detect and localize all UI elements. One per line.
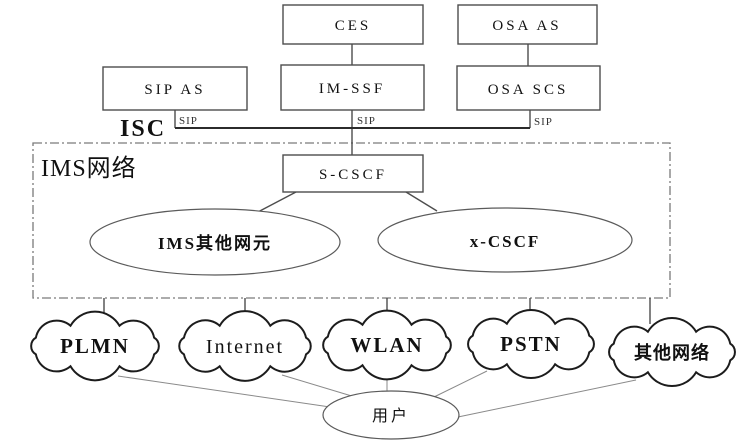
link-pstn-user <box>433 370 488 398</box>
sip-label-middle: SIP <box>357 115 376 127</box>
internet-label: Internet <box>206 336 284 358</box>
ces-label: CES <box>335 18 372 34</box>
other-network-cloud <box>608 316 736 388</box>
link-other-user <box>457 379 637 418</box>
internet-cloud <box>178 310 312 382</box>
im-ssf-label: IM-SSF <box>319 81 385 97</box>
osa-scs-label: OSA SCS <box>488 82 569 98</box>
link-scscf-imsother <box>255 191 297 214</box>
other-network-label: 其他网络 <box>634 342 710 363</box>
osa-as-box <box>457 4 598 45</box>
wlan-label: WLAN <box>350 333 423 357</box>
ims-other-elements-node <box>89 208 341 276</box>
pstn-cloud <box>467 308 595 380</box>
x-cscf-node <box>377 207 633 273</box>
wlan-cloud <box>322 309 452 381</box>
ims-network-zone-label: IMS网络 <box>41 155 137 182</box>
isc-label: ISC <box>120 116 166 142</box>
im-ssf-box <box>280 64 425 111</box>
user-label: 用户 <box>372 407 410 425</box>
link-scscf-xcscf <box>405 191 438 212</box>
sip-label-right: SIP <box>534 116 553 128</box>
s-cscf-label: S-CSCF <box>319 167 387 183</box>
link-internet-user <box>281 374 356 398</box>
s-cscf-box <box>282 154 424 193</box>
user-node <box>322 390 460 440</box>
plmn-cloud <box>30 310 160 382</box>
plmn-label: PLMN <box>60 334 130 358</box>
sip-label-left: SIP <box>179 115 198 127</box>
ims-other-elements-label: IMS其他网元 <box>158 233 272 253</box>
osa-as-label: OSA AS <box>492 18 561 34</box>
ces-box <box>282 4 424 45</box>
x-cscf-label: x-CSCF <box>470 232 541 251</box>
pstn-label: PSTN <box>500 332 562 356</box>
link-plmn-user <box>117 375 331 408</box>
osa-scs-box <box>456 65 601 111</box>
sip-as-label: SIP AS <box>144 82 205 98</box>
sip-as-box <box>102 66 248 111</box>
